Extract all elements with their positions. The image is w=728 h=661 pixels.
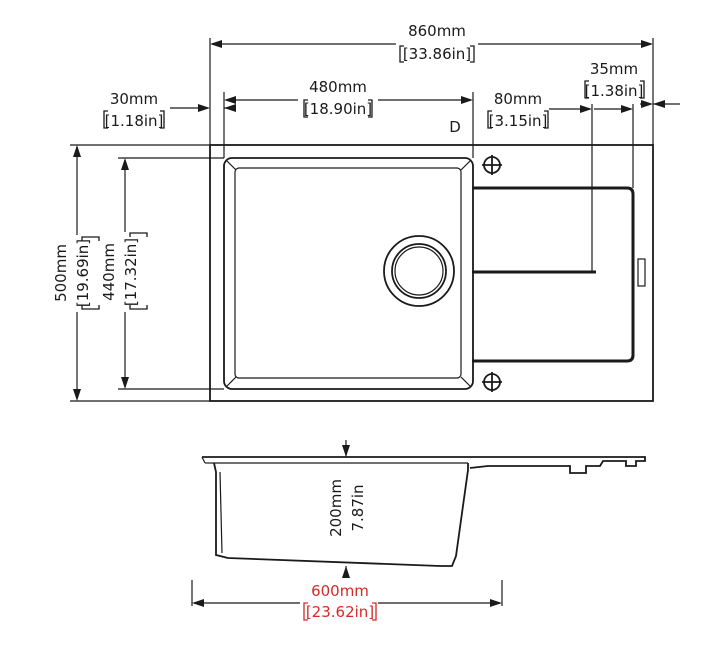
dim-left-margin-in: [1.18in] (105, 112, 164, 130)
dim-bowl-width-in: [18.90in] (304, 100, 372, 118)
drainer-outline (472, 186, 635, 363)
bowl-side-profile (213, 462, 469, 567)
bowl-bevel-tl (225, 159, 237, 171)
dim-overall-width-mm: 860mm (408, 22, 466, 40)
dim-overall-width: 860mm [33.86in] (399, 22, 475, 63)
bowl-outer-edge (223, 157, 474, 390)
dim-bowl-height: 200mm 7.87in (327, 479, 367, 537)
dimension-lines (70, 38, 680, 402)
dim-overall-width-in: [33.86in] (403, 45, 471, 63)
dim-drainer-offset-mm: 80mm (494, 90, 542, 108)
dim-cabinet-size-in: [23.62in] (306, 603, 374, 621)
tap-hole-top-icon (482, 155, 502, 175)
dim-bowl-height-in: 7.87in (349, 484, 367, 531)
dim-left-margin: 30mm [1.18in] (105, 90, 164, 130)
bowl-inner-edge (234, 167, 462, 379)
dim-overall-depth-in: [19.69in] (74, 239, 92, 307)
dim-bowl-depth: 440mm [17.32in] (100, 238, 140, 306)
dim-left-margin-mm: 30mm (110, 90, 158, 108)
dim-bowl-width-mm: 480mm (309, 78, 367, 96)
sink-outline (209, 144, 654, 402)
dim-overall-depth: 500mm [19.69in] (52, 239, 92, 307)
dim-right-margin: 35mm [1.38in] (585, 60, 644, 100)
bowl-bevel-bl (225, 376, 237, 388)
inch-brackets (81, 80, 645, 310)
dim-bowl-depth-in: [17.32in] (122, 238, 140, 306)
overflow-slot (637, 258, 646, 287)
dim-cabinet-size-mm: 600mm (311, 582, 369, 600)
bowl-bevel-br (460, 376, 472, 388)
dim-bowl-depth-mm: 440mm (100, 243, 118, 301)
dim-bowl-width: 480mm [18.90in] (304, 78, 372, 118)
sink-top-view (209, 144, 654, 402)
dim-drainer-offset-in: [3.15in] (489, 112, 548, 130)
tap-hole-bottom-icon (482, 372, 502, 392)
dim-right-margin-in: [1.38in] (585, 82, 644, 100)
dim-overall-depth-mm: 500mm (52, 244, 70, 302)
dim-cabinet-size: 600mm [23.62in] (191, 580, 503, 621)
corner-mark-label: D (449, 118, 461, 136)
sink-side-view (201, 440, 646, 578)
drain-icon (383, 235, 455, 307)
dim-bowl-height-mm: 200mm (327, 479, 345, 537)
bowl-bevel-tr (460, 159, 472, 171)
dim-right-margin-mm: 35mm (590, 60, 638, 78)
dim-drainer-offset: 80mm [3.15in] (489, 90, 548, 130)
